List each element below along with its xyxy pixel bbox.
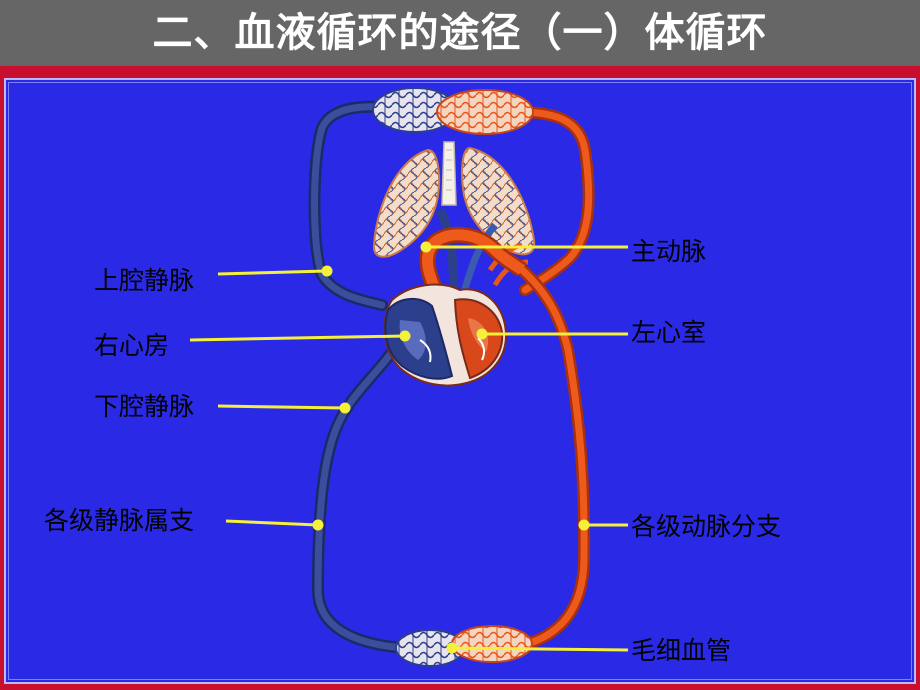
heart xyxy=(383,283,507,387)
pointer-superior-vena-cava xyxy=(217,269,328,276)
pointer-capillaries xyxy=(451,646,629,652)
title-bar xyxy=(0,0,920,66)
lower-vein-loop xyxy=(311,346,411,654)
arterial-vessels xyxy=(512,106,595,652)
pointer-right-atrium xyxy=(189,334,406,342)
pointer-vein-branches xyxy=(225,519,319,527)
label-inferior-vena-cava: 下腔静脉 xyxy=(94,392,195,421)
label-right-atrium: 右心房 xyxy=(94,331,170,360)
left-lung xyxy=(372,148,441,258)
label-superior-vena-cava: 上腔静脉 xyxy=(94,266,195,295)
trachea xyxy=(441,141,457,206)
venous-vessels xyxy=(308,100,411,654)
pointer-inferior-vena-cava xyxy=(217,404,346,410)
label-left-ventricle: 左心室 xyxy=(631,318,707,347)
slide-title: 二、血液循环的途径（一）体循环 xyxy=(152,10,768,56)
lower-capillary-bed xyxy=(395,625,533,667)
lungs xyxy=(372,141,536,258)
title-divider xyxy=(0,66,920,74)
label-aorta: 主动脉 xyxy=(631,237,707,266)
descending-artery xyxy=(514,262,591,652)
label-capillaries: 毛细血管 xyxy=(631,636,732,665)
panel-frame xyxy=(8,82,912,680)
upper-capillary-bed xyxy=(372,87,534,135)
pointer-lines xyxy=(189,241,629,654)
label-artery-branches: 各级动脉分支 xyxy=(631,512,782,541)
label-vein-branches: 各级静脉属支 xyxy=(44,506,195,535)
